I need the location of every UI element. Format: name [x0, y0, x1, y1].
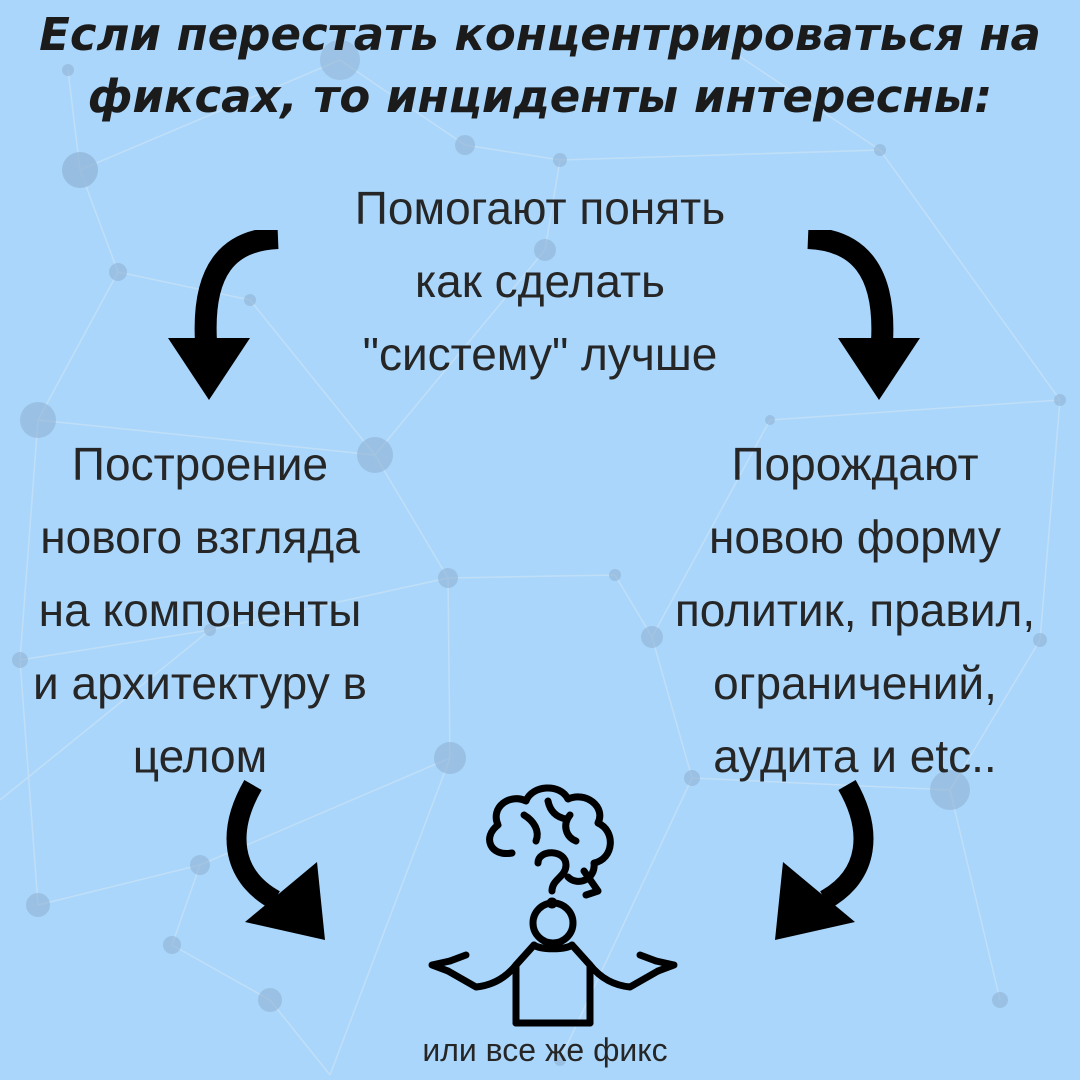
- headline: Если перестать концентрироваться на фикс…: [0, 4, 1080, 128]
- arrow-top-left-icon: [168, 230, 279, 400]
- arrow-top-right-icon: [807, 230, 920, 400]
- left-statement-line: целом: [132, 730, 268, 782]
- left-statement-line: на компоненты: [38, 584, 362, 636]
- top-statement-line: как сделать: [415, 255, 665, 307]
- right-statement-line: ограничений,: [713, 657, 997, 709]
- confused-person-icon: [428, 784, 678, 1027]
- top-statement-line: "систему" лучше: [362, 328, 718, 380]
- right-statement-line: Порождают: [731, 438, 979, 490]
- right-statement-line: политик, правил,: [674, 584, 1036, 636]
- right-statement-line: аудита и etc..: [713, 730, 997, 782]
- right-statement-line: новою форму: [709, 511, 1001, 563]
- top-statement: Помогают понять как сделать "систему" лу…: [290, 172, 790, 391]
- left-statement-line: Построение: [71, 438, 329, 490]
- arrow-bottom-left-icon: [226, 780, 325, 940]
- headline-line-1: Если перестать концентрироваться на: [39, 8, 1041, 61]
- headline-line-2: фиксах, то инциденты интересны:: [87, 70, 993, 123]
- left-statement-line: нового взгляда: [40, 511, 360, 563]
- left-statement-line: и архитектуру в: [33, 657, 367, 709]
- right-statement: Порождают новою форму политик, правил, о…: [630, 428, 1080, 793]
- arrow-bottom-right-icon: [775, 780, 874, 940]
- caption: или все же фикс: [422, 1032, 668, 1068]
- left-statement: Построение нового взгляда на компоненты …: [0, 428, 400, 793]
- top-statement-line: Помогают понять: [354, 182, 726, 234]
